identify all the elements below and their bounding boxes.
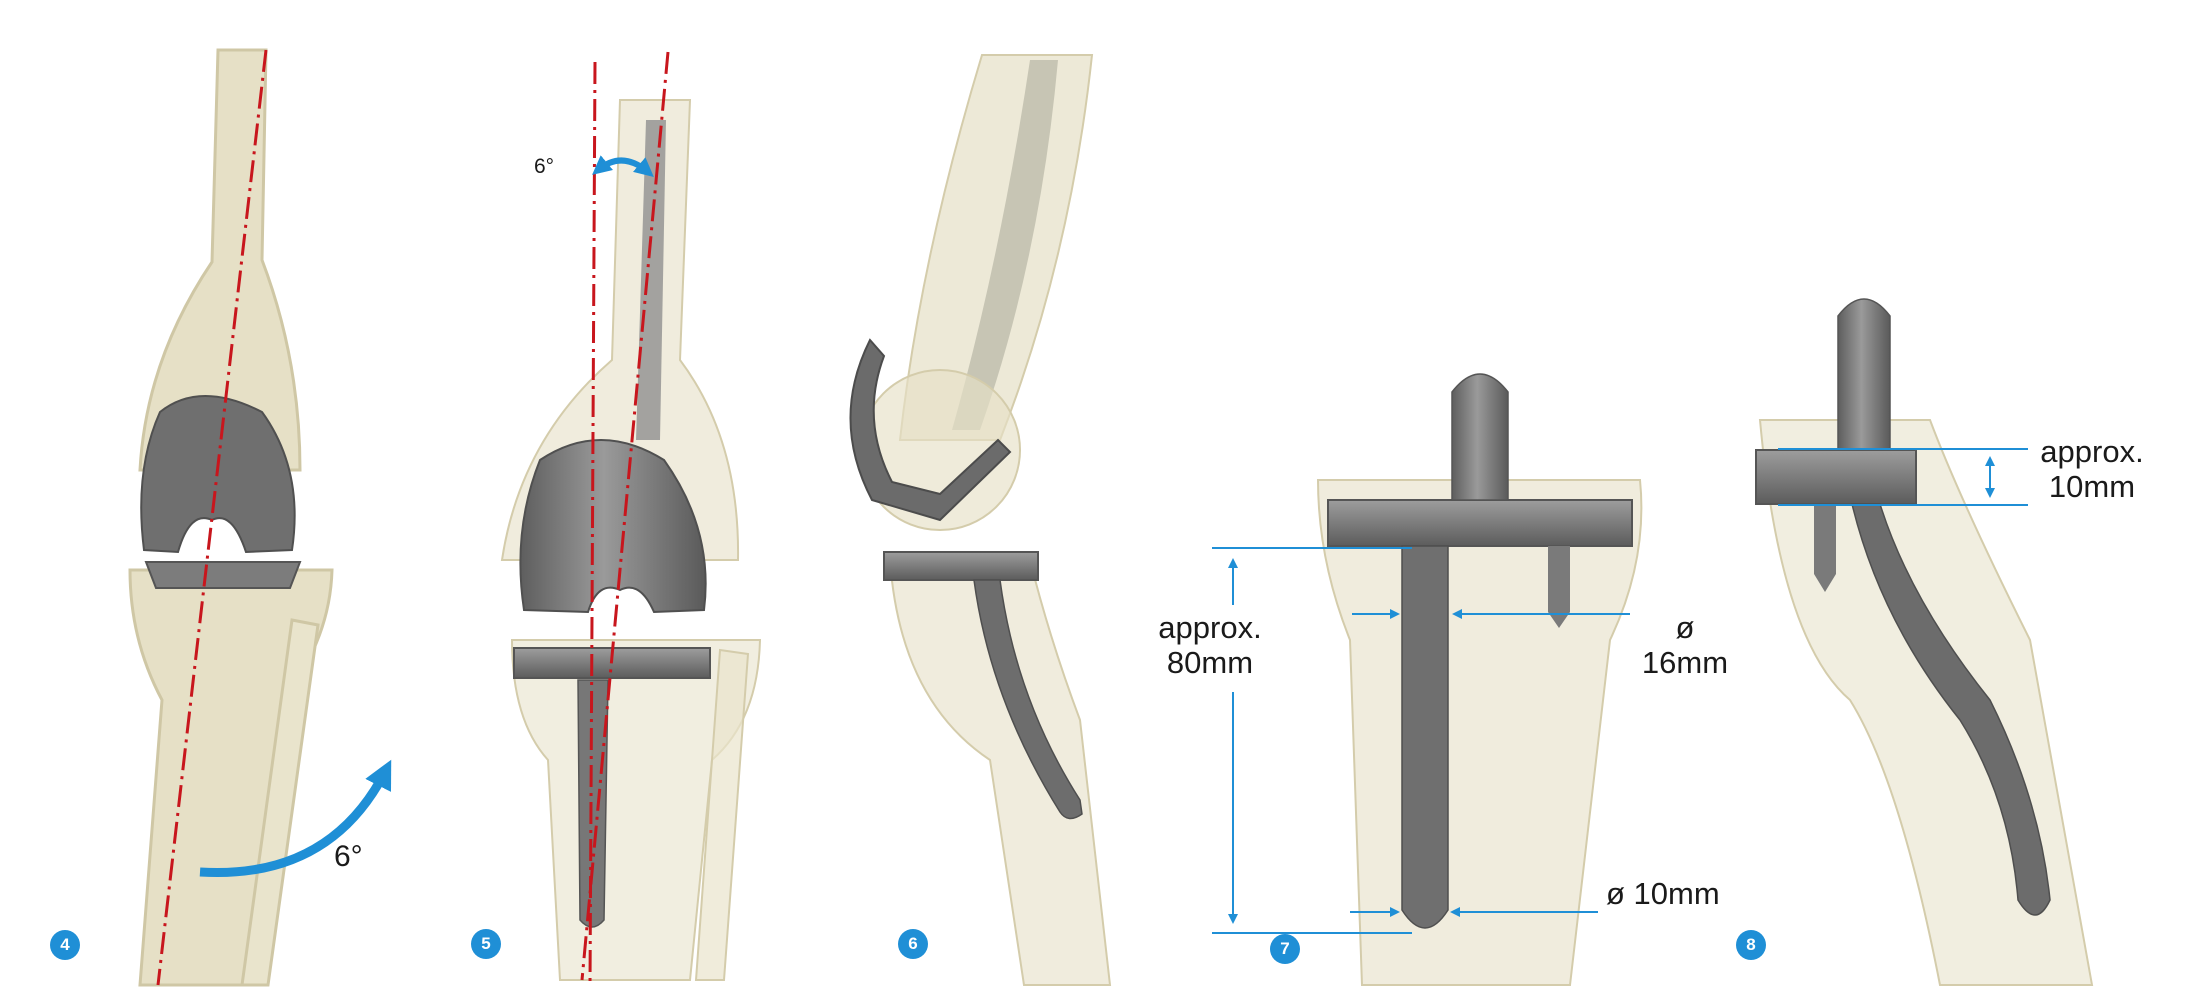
panel-7-tibial-component-dimensions (1212, 373, 1643, 986)
panel-8-height-label-line2: 10mm (2048, 469, 2136, 504)
panel-8-height-label-line1: approx. (2040, 434, 2144, 469)
panel-7-diameter-top-label-line1: ø (1675, 610, 1695, 645)
panel-4-knee-front-view (128, 48, 392, 987)
panel-7-depth-label-line1: approx. (1158, 610, 1262, 645)
panel-number-badge-8: 8 (1736, 930, 1766, 960)
panel-8-tibial-component-side-view (1755, 298, 2094, 986)
panel-number-badge-4: 4 (50, 930, 80, 960)
panel-number-badge-6: 6 (898, 929, 928, 959)
panel-5-knee-front-view-transparent (500, 51, 762, 986)
panel-4-angle-label: 6° (334, 840, 363, 873)
panel-7-diameter-bottom-label: ø 10mm (1606, 876, 1720, 911)
panel-number-badge-7: 7 (1270, 934, 1300, 964)
panel-7-depth-label-line2: 80mm (1166, 645, 1254, 680)
panel-number-badge-5: 5 (471, 929, 501, 959)
panel-8-height-label: approx. 10mm (2032, 436, 2152, 502)
panel-7-depth-label: approx. 80mm (1150, 612, 1270, 678)
panel-7-diameter-top-label-line2: 16mm (1641, 645, 1729, 680)
panel-6-knee-lateral-view (849, 54, 1112, 986)
panel-7-diameter-top-label: ø 16mm (1630, 612, 1740, 678)
panel-5-angle-label: 6° (534, 155, 555, 178)
